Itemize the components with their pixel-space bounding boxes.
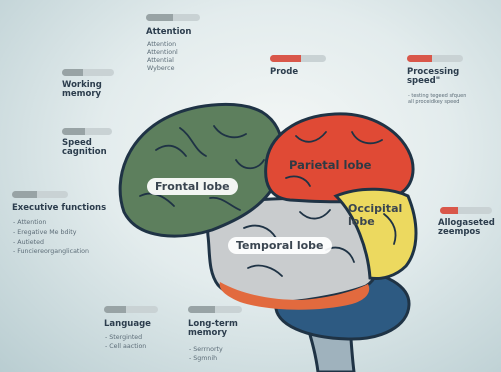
bar-fill (12, 191, 37, 198)
language-item: - Cell aaction (105, 342, 146, 351)
allogaseted-bar (440, 207, 492, 214)
executive-functions-bar (12, 191, 68, 198)
executive-functions-item: - Funciereorganglication (13, 247, 89, 257)
bar-fill (188, 306, 215, 313)
prode-title: Prode (270, 68, 298, 77)
working-memory-bar (62, 69, 114, 76)
processing-speed-title: Processing speed" (407, 68, 459, 87)
language-list: - Sterginted - Cell aaction (105, 333, 146, 352)
attention-item: Attentionl (147, 49, 178, 57)
speed-cognition-title: Speed cagnition (62, 139, 107, 158)
executive-functions-list: - Attention - Eregative Me bdity - Autie… (13, 218, 89, 257)
prode-bar (270, 55, 326, 62)
long-term-memory-list: - Serrnorty - Sgmnih (189, 345, 223, 364)
bar-fill (270, 55, 301, 62)
frontal-lobe-label: Frontal lobe (147, 178, 238, 195)
executive-functions-item: - Autieted (13, 238, 89, 248)
executive-functions-title: Executive functions (12, 204, 106, 213)
long-term-memory-bar (188, 306, 242, 313)
language-title: Language (104, 320, 151, 329)
attention-item: Attential (147, 57, 178, 65)
attention-item: Wyberce (147, 65, 178, 73)
executive-functions-item: - Attention (13, 218, 89, 228)
long-term-memory-item: - Serrnorty (189, 345, 223, 354)
processing-speed-bar (407, 55, 463, 62)
processing-speed-list: - testing tegeed sfquen all proceidkey s… (408, 93, 466, 106)
working-memory-title: Working memory (62, 81, 102, 100)
attention-title: Attention (146, 28, 191, 37)
occipital-lobe-label: Occipital lobe (348, 203, 402, 228)
bar-fill (62, 69, 83, 76)
bar-fill (62, 128, 85, 135)
attention-item: Attention (147, 41, 178, 49)
speed-cognition-bar (62, 128, 112, 135)
attention-list: Attention Attentionl Attential Wyberce (147, 41, 178, 72)
language-bar (104, 306, 158, 313)
processing-speed-item: all proceidkey speed (408, 99, 466, 105)
temporal-lobe-label: Temporal lobe (228, 237, 332, 254)
long-term-memory-item: - Sgmnih (189, 354, 223, 363)
language-item: - Sterginted (105, 333, 146, 342)
bar-fill (104, 306, 126, 313)
bar-fill (440, 207, 458, 214)
allogaseted-title: Allogaseted zeempos (438, 219, 495, 238)
bar-fill (146, 14, 173, 21)
executive-functions-item: - Eregative Me bdity (13, 228, 89, 238)
bar-fill (407, 55, 432, 62)
long-term-memory-title: Long-term memory (188, 320, 238, 339)
attention-bar (146, 14, 200, 21)
parietal-lobe-label: Parietal lobe (289, 158, 371, 172)
